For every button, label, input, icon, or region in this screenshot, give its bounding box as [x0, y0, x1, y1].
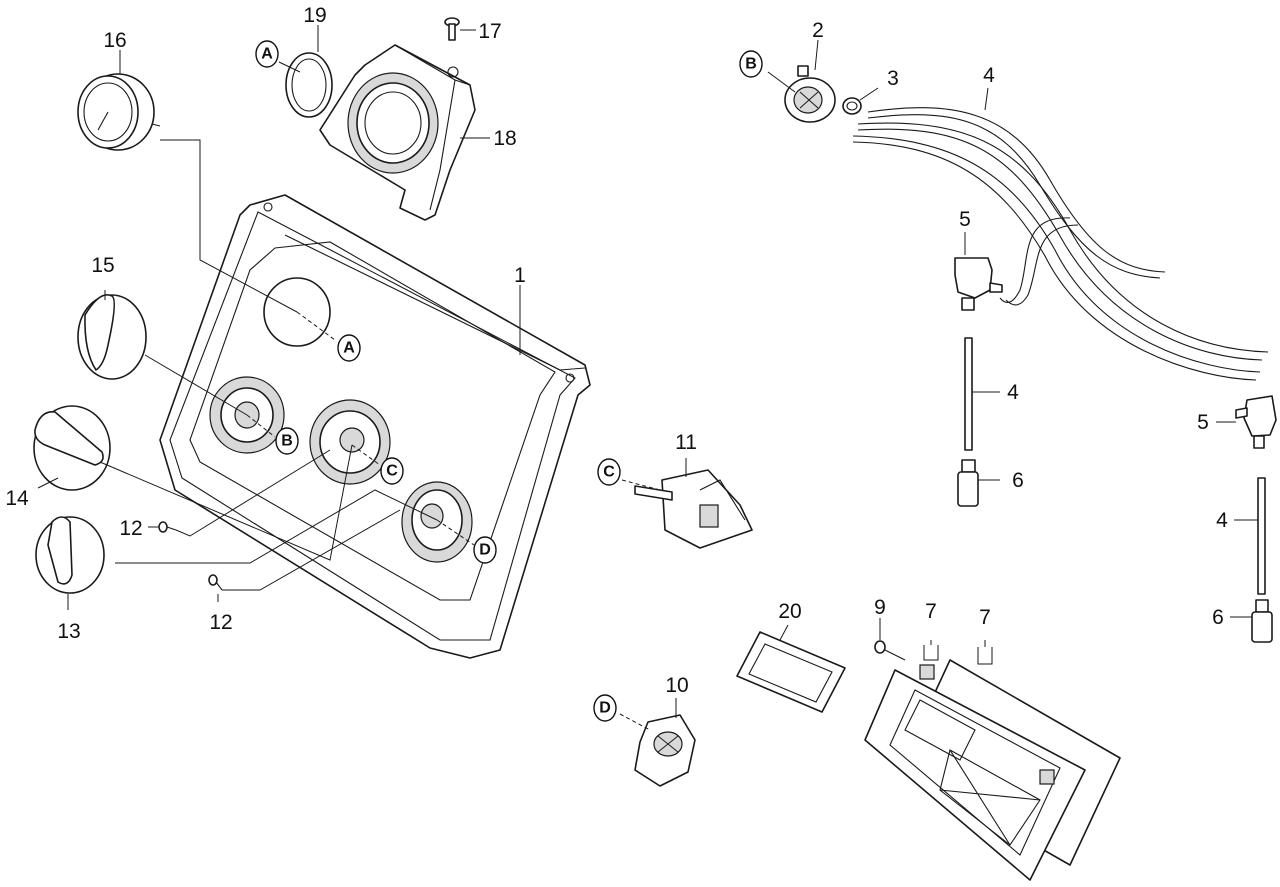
ref-a-panel: A: [337, 334, 361, 362]
callout-12-upper: 12: [119, 517, 142, 540]
screw-9: [874, 640, 906, 661]
callout-14: 14: [5, 487, 29, 510]
knob-14: [33, 405, 111, 491]
callout-9: 9: [874, 596, 886, 619]
callout-labels: 1 2 3 4 4 4 5 5 6 6 7 7 9 10 11 12 12 13…: [5, 4, 1228, 697]
knob-seat-c: [309, 399, 391, 485]
screw-17: [444, 17, 460, 41]
callout-4-tube-right: 4: [1216, 509, 1228, 532]
ref-b-panel: B: [275, 427, 299, 455]
callout-5-upper: 5: [959, 208, 971, 231]
callout-10: 10: [665, 674, 688, 697]
callout-13: 13: [57, 620, 80, 643]
switch-11: [634, 469, 753, 549]
gasket-20: [736, 631, 846, 713]
callout-4-tube-upper: 4: [1007, 381, 1019, 404]
callout-6-upper: 6: [1012, 469, 1024, 492]
callout-20: 20: [778, 600, 801, 623]
switch-10: [634, 714, 696, 787]
tube-4-upper: [964, 337, 973, 451]
hose-bundle-4: [852, 107, 1269, 381]
callout-18: 18: [493, 127, 516, 150]
callout-17: 17: [478, 20, 501, 43]
ref-d-switch: D: [593, 694, 617, 722]
callout-11: 11: [675, 431, 697, 454]
ref-c-switch: C: [597, 458, 621, 486]
o-ring-19: [285, 52, 333, 118]
gauge-bracket: [319, 44, 476, 221]
washer-3: [842, 97, 862, 115]
svg-text:C: C: [386, 463, 398, 480]
callout-2: 2: [812, 19, 824, 42]
leader-lines: [37, 25, 1258, 731]
svg-text:B: B: [745, 56, 757, 73]
callout-16: 16: [103, 29, 126, 52]
knob-seat-d: [401, 481, 473, 563]
svg-text:A: A: [343, 340, 355, 357]
fitting-5-right: [1235, 395, 1277, 449]
callout-3: 3: [887, 67, 899, 90]
callout-6-right: 6: [1212, 606, 1224, 629]
ref-c-panel: C: [380, 457, 404, 485]
pressure-switch-2: [784, 65, 836, 123]
callout-15: 15: [91, 254, 114, 277]
screw-12-upper: [158, 521, 177, 533]
knob-15: [77, 294, 147, 380]
callout-7-left: 7: [925, 600, 937, 623]
callout-1: 1: [514, 264, 526, 287]
callout-12-lower: 12: [209, 611, 232, 634]
callout-5-right: 5: [1197, 411, 1209, 434]
callout-19: 19: [303, 4, 326, 27]
fitting-5-upper: [954, 257, 1003, 311]
knob-13: [35, 516, 105, 594]
callout-4-hoses: 4: [983, 64, 995, 87]
ref-b-switch: B: [739, 50, 763, 78]
callout-7-right: 7: [979, 606, 991, 629]
electronic-board-7: [864, 659, 1121, 881]
tube-4-right: [1257, 477, 1266, 595]
ref-a-bracket: A: [255, 40, 279, 68]
filter-6-upper: [957, 459, 979, 507]
pressure-gauge: [77, 73, 161, 151]
ref-d-panel: D: [473, 536, 497, 564]
filter-6-right: [1251, 599, 1273, 643]
screw-12-lower: [208, 574, 223, 591]
svg-text:D: D: [599, 700, 611, 717]
svg-text:D: D: [479, 542, 491, 559]
svg-text:C: C: [603, 464, 615, 481]
svg-text:B: B: [281, 433, 293, 450]
svg-text:A: A: [261, 46, 273, 63]
